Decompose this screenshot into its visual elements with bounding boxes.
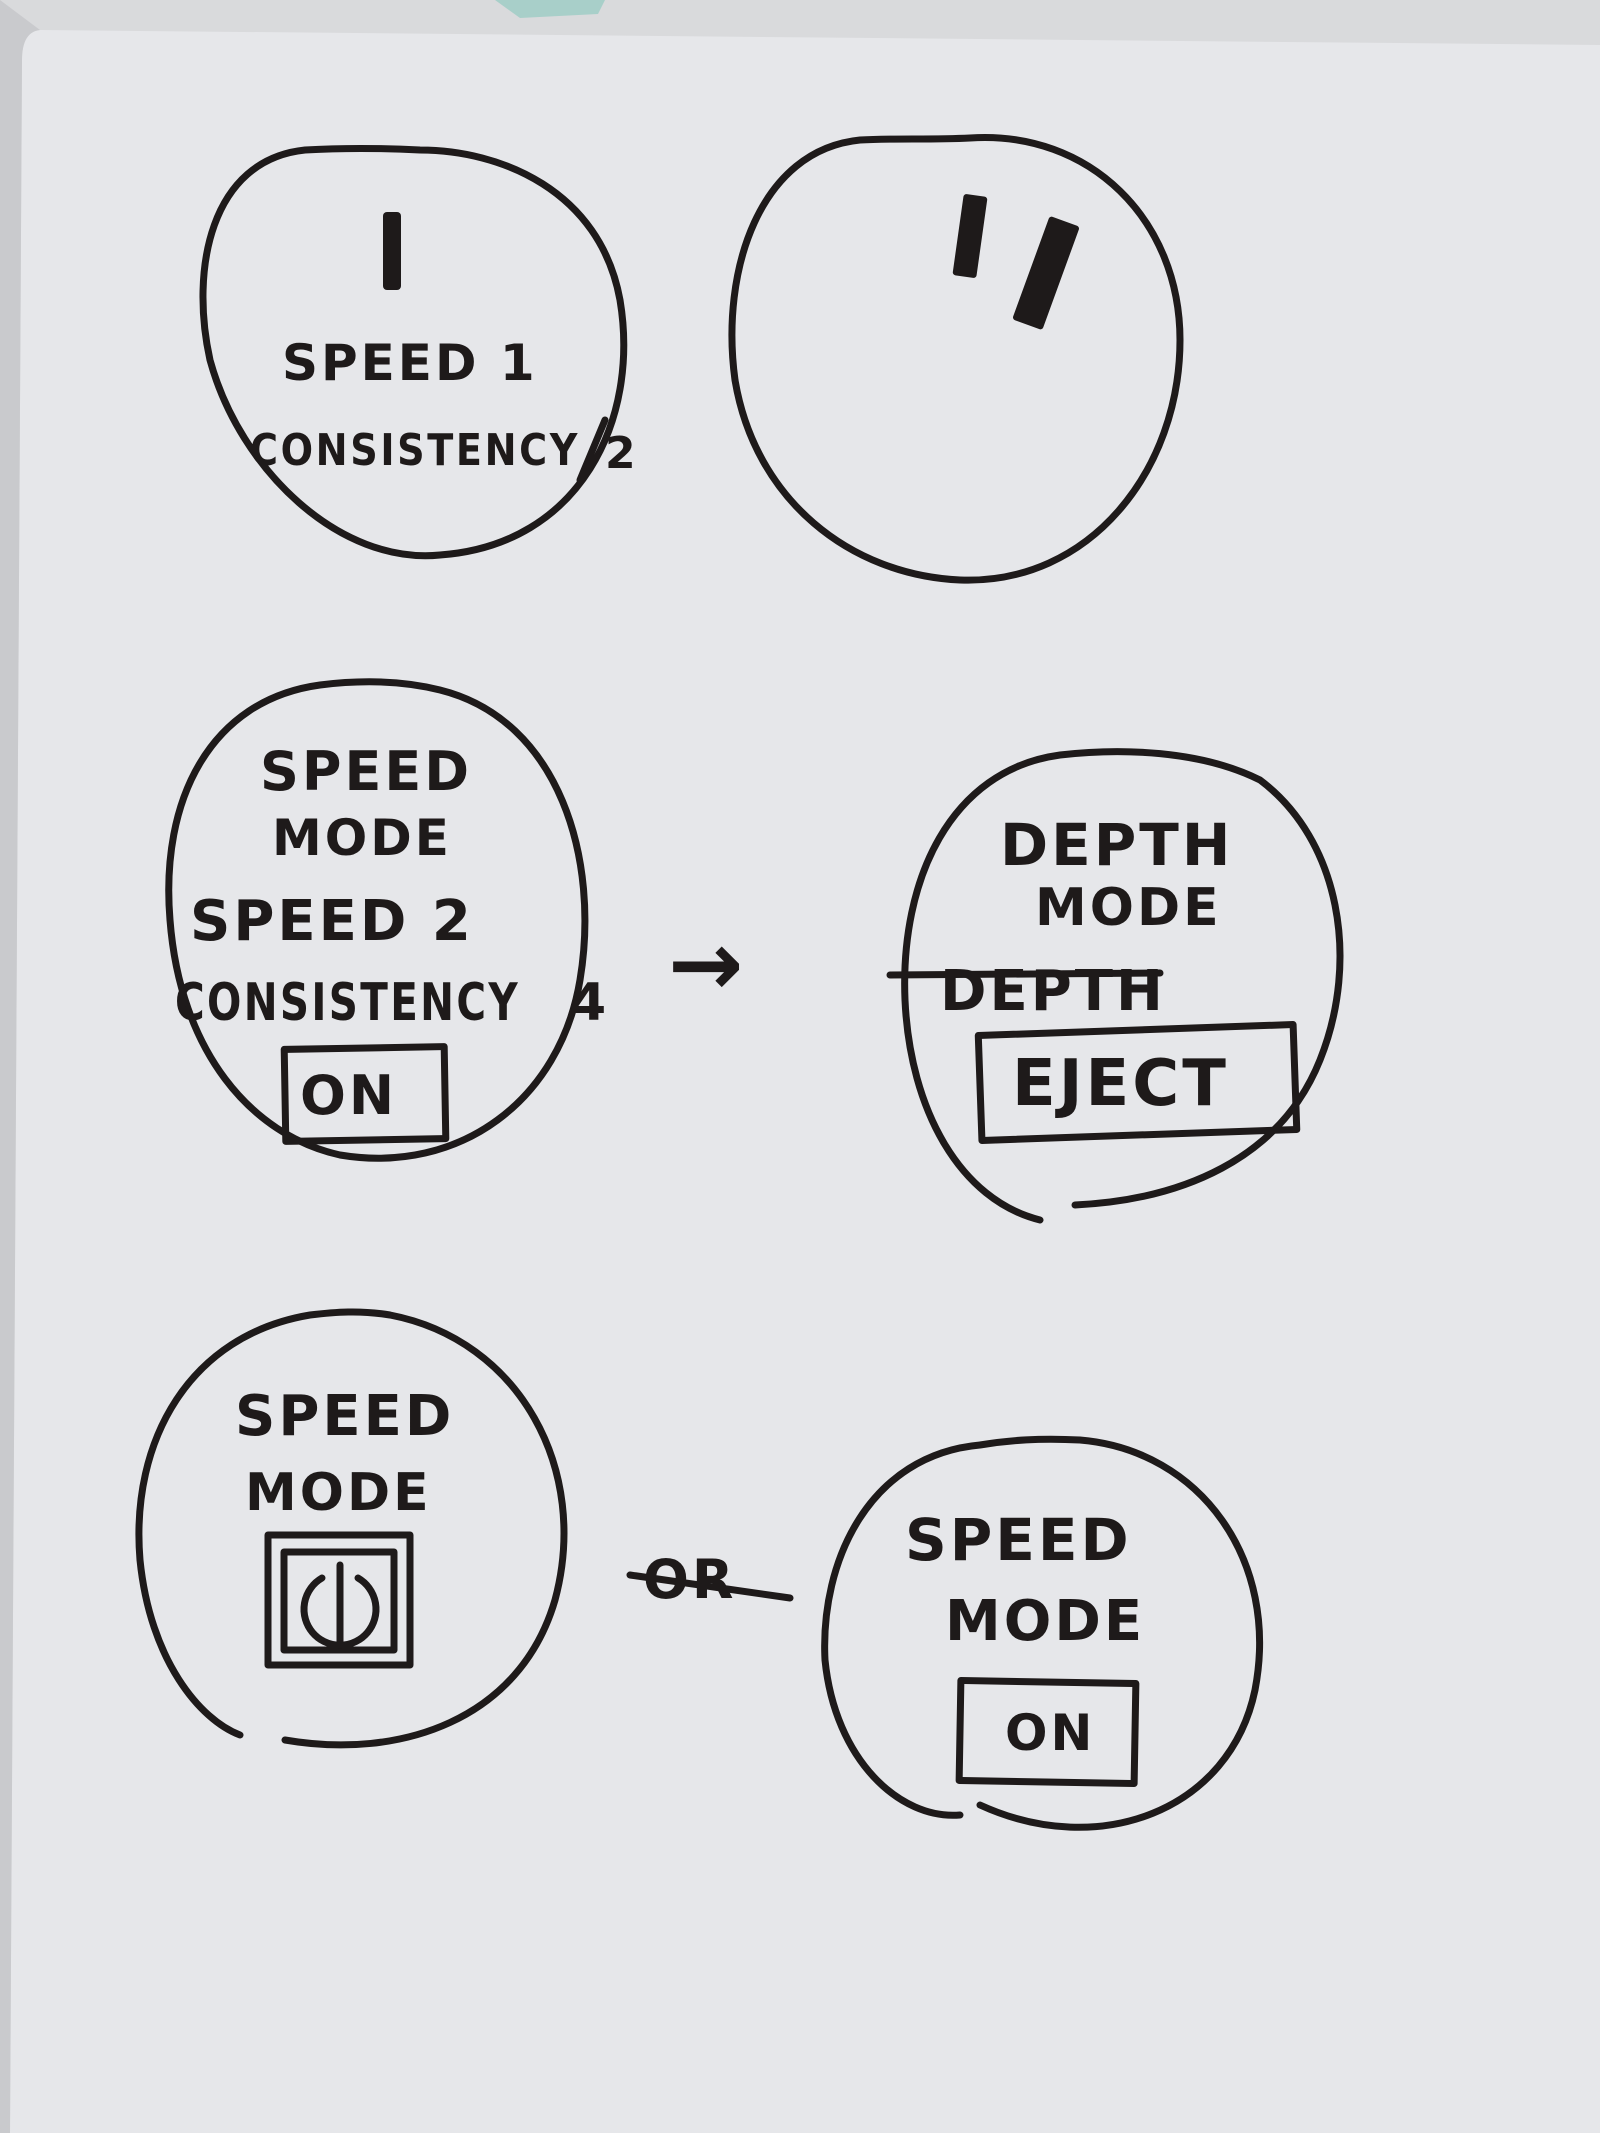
on-button-label: ON — [300, 1064, 397, 1127]
power-icon — [300, 1561, 380, 1649]
mode-title-line1: SPEED — [235, 1384, 454, 1449]
dial-outline — [728, 134, 1184, 584]
consistency-label: CONSISTENCY — [175, 973, 520, 1033]
dial-outline — [135, 1308, 568, 1749]
mode-title-line2: MODE — [945, 1589, 1145, 1654]
consistency-value: 2 — [605, 428, 639, 479]
mode-title-line1: SPEED — [905, 1506, 1132, 1574]
slash-stroke — [576, 416, 609, 484]
speed-label: SPEED 1 — [282, 334, 538, 392]
on-button-frame — [955, 1676, 1140, 1788]
hand-marker-icon — [952, 194, 988, 278]
sketch-depth-mode-dial: DEPTH MODE DEPTH EJECT — [886, 748, 1344, 1224]
on-button[interactable]: ON — [955, 1676, 1140, 1788]
mode-title-line1: DEPTH — [1000, 811, 1233, 879]
mode-title-line2: MODE — [245, 1463, 432, 1523]
struck-depth-label: DEPTH — [940, 959, 1166, 1024]
dial-outline — [821, 1435, 1263, 1831]
mode-title-line1: SPEED — [260, 740, 472, 803]
consistency-label: CONSISTENCY — [250, 425, 580, 476]
dial-outline — [199, 145, 628, 560]
eject-button-frame — [974, 1021, 1301, 1144]
power-button[interactable] — [264, 1531, 414, 1669]
strike-through-line — [886, 969, 1164, 979]
consistency-value: 4 — [570, 973, 609, 1033]
dial-outline — [165, 678, 589, 1162]
eject-button-label: EJECT — [1012, 1047, 1229, 1121]
or-label-group: OR — [626, 1548, 794, 1611]
or-strike-line — [626, 1571, 794, 1602]
on-button-frame — [280, 1043, 450, 1145]
speed-label: SPEED 2 — [190, 889, 474, 954]
mode-title-line2: MODE — [1035, 878, 1222, 938]
sketch-speed-dial: SPEED 1 CONSISTENCY 2 — [199, 145, 639, 560]
on-button[interactable]: ON — [280, 1043, 450, 1145]
sketch-blank-dial — [728, 134, 1184, 584]
power-button-inner-frame — [280, 1548, 398, 1654]
paper-left-edge-shadow — [0, 0, 40, 2133]
on-button-label: ON — [1005, 1704, 1095, 1762]
eject-button[interactable]: EJECT — [974, 1021, 1301, 1144]
sketch-speed-mode-power-dial: SPEED MODE — [135, 1308, 568, 1749]
paper-sheet — [10, 30, 1600, 2133]
hand-marker-icon — [383, 212, 401, 290]
tape-piece — [495, 0, 605, 18]
power-button-outer-frame — [264, 1531, 414, 1669]
transition-arrow: → — [668, 912, 746, 1017]
sketch-speed-mode-on-dial: SPEED MODE ON — [821, 1435, 1263, 1831]
mode-title-line2: MODE — [272, 809, 452, 867]
dial-outline — [901, 748, 1344, 1224]
sketch-speed-mode-dial: SPEED MODE SPEED 2 CONSISTENCY 4 ON — [165, 678, 609, 1162]
hand-marker-icon — [1012, 216, 1080, 330]
